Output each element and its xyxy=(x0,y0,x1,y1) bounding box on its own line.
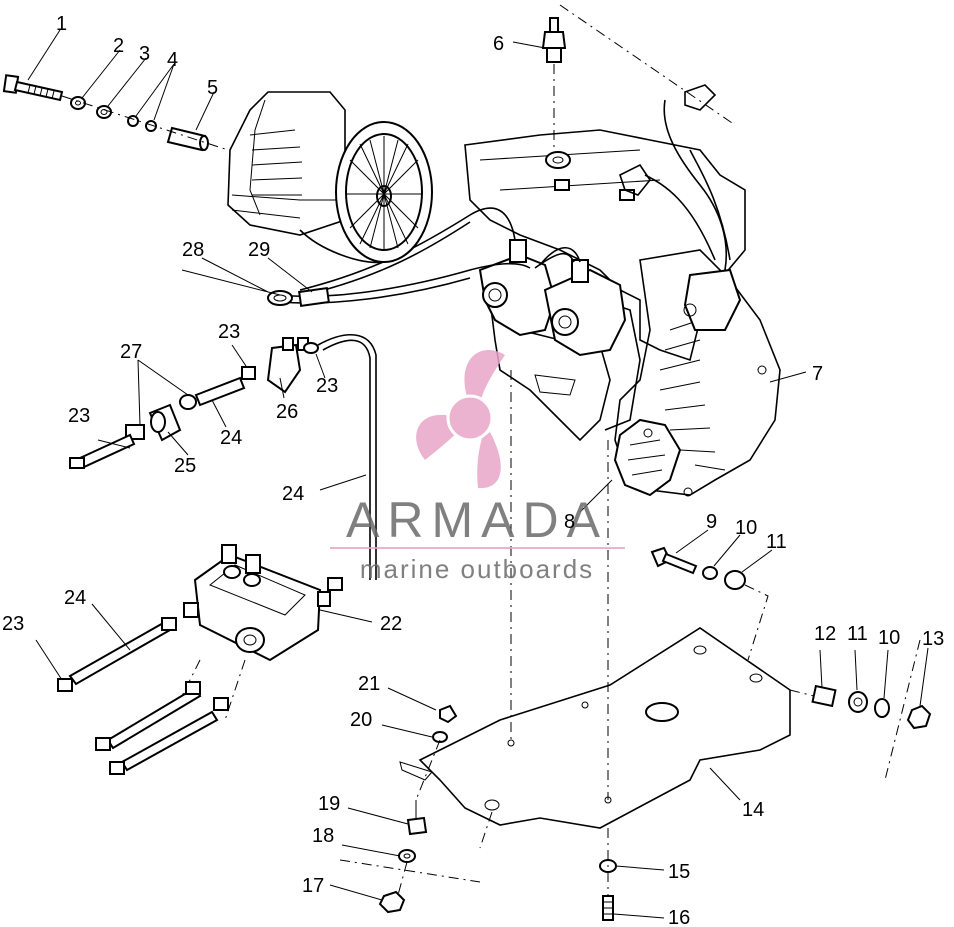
callout-23c: 23 xyxy=(68,405,90,427)
propeller-blade xyxy=(464,350,505,402)
callout-5: 5 xyxy=(207,77,218,99)
callout-13: 13 xyxy=(922,628,944,650)
fuel-pump-parts xyxy=(69,334,377,580)
armada-watermark: ARMADA marine outboards xyxy=(330,350,625,584)
callout-19: 19 xyxy=(318,793,340,815)
watermark-brand: ARMADA xyxy=(346,492,608,548)
callout-29: 29 xyxy=(248,239,270,261)
callout-labels: 1 2 3 4 5 6 7 8 9 10 11 12 11 10 13 14 1… xyxy=(2,13,944,927)
callout-22: 22 xyxy=(380,613,402,635)
engine-mounting-plate xyxy=(399,370,791,849)
isolator-hardware-left xyxy=(339,704,481,914)
callout-26: 26 xyxy=(276,401,298,423)
callout-27: 27 xyxy=(120,341,142,363)
callout-23a: 23 xyxy=(218,321,240,343)
spark-plug-leads xyxy=(619,84,731,271)
callout-6: 6 xyxy=(493,33,504,55)
spark-plug xyxy=(541,4,736,150)
callout-8: 8 xyxy=(564,511,575,533)
callout-23d: 23 xyxy=(2,613,24,635)
callout-14: 14 xyxy=(742,799,764,821)
callout-10a: 10 xyxy=(735,517,757,539)
callout-10b: 10 xyxy=(878,627,900,649)
oil-lines xyxy=(57,617,229,775)
callout-11b: 11 xyxy=(847,623,868,645)
callout-18: 18 xyxy=(312,825,334,847)
callout-24c: 24 xyxy=(64,587,86,609)
callout-11a: 11 xyxy=(766,531,787,553)
callout-16: 16 xyxy=(668,907,690,927)
callout-17: 17 xyxy=(302,875,324,897)
bottom-fasteners xyxy=(599,828,617,921)
propeller-blade xyxy=(477,432,501,489)
recoil-starter-housing xyxy=(614,249,781,497)
hose-clamp xyxy=(267,286,330,308)
leader-lines xyxy=(27,29,929,919)
callout-15: 15 xyxy=(668,861,690,883)
clutch-bolt-hardware xyxy=(2,74,229,152)
oil-injection-pump xyxy=(179,544,343,721)
callout-12: 12 xyxy=(814,623,836,645)
callout-4: 4 xyxy=(167,49,178,71)
callout-20: 20 xyxy=(350,709,372,731)
callout-28: 28 xyxy=(182,239,204,261)
callout-2: 2 xyxy=(113,35,124,57)
watermark-tagline: marine outboards xyxy=(360,554,594,584)
drive-clutch xyxy=(227,91,433,264)
callout-23b: 23 xyxy=(316,375,338,397)
propeller-logo xyxy=(416,350,505,489)
propeller-hub xyxy=(446,394,494,442)
callout-7: 7 xyxy=(812,363,823,385)
callout-24a: 24 xyxy=(220,427,242,449)
callout-3: 3 xyxy=(139,43,150,65)
callout-1: 1 xyxy=(56,13,67,35)
callout-9: 9 xyxy=(706,511,717,533)
callout-25: 25 xyxy=(174,455,196,477)
callout-21: 21 xyxy=(358,673,380,695)
carburetors xyxy=(478,239,627,357)
callout-24b: 24 xyxy=(282,483,304,505)
starter-handle xyxy=(613,418,682,497)
mount-hardware-right xyxy=(650,546,932,781)
